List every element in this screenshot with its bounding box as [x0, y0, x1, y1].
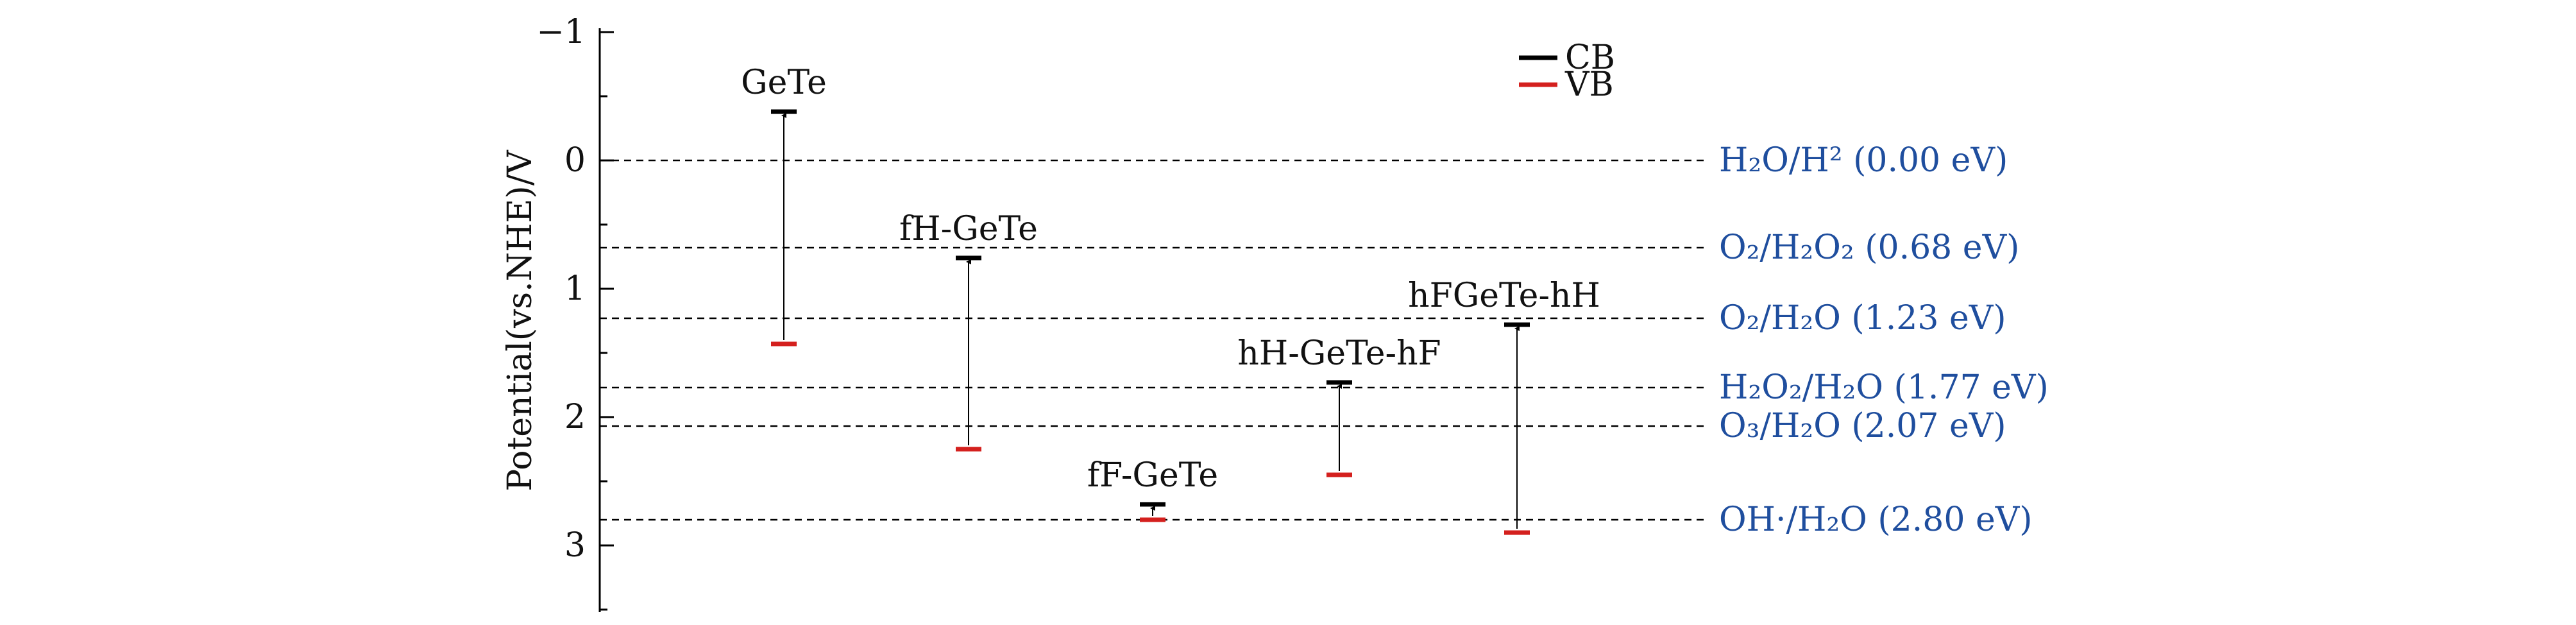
y-tick-label: 1: [564, 270, 586, 308]
y-tick-label: 0: [564, 141, 586, 180]
reference-label: OH·/H₂O (2.80 eV): [1719, 501, 2033, 539]
reference-lines-layer: H₂O/H² (0.00 eV) O₂/H₂O₂ (0.68 eV) O₂/H₂O …: [600, 141, 2049, 539]
y-tick-label: −1: [536, 13, 586, 51]
reference-label: H₂O₂/H₂O (1.77 eV): [1719, 368, 2049, 407]
reference-label: O₂/H₂O (1.23 eV): [1719, 299, 2006, 338]
material-label: GeTe: [741, 64, 827, 102]
material-label: fH-GeTe: [899, 210, 1038, 248]
reference-label: H₂O/H² (0.00 eV): [1719, 141, 2008, 180]
y-tick-label: 2: [564, 398, 586, 436]
band-bars-layer: GeTe fH-GeTe fF-GeTe hH-GeTe-hF hFGeTe-hH: [741, 64, 1600, 535]
y-tick-label: 3: [564, 526, 586, 565]
y-axis: −1 0 1 2 3: [536, 13, 614, 612]
material-label: hH-GeTe-hF: [1237, 334, 1441, 373]
legend-label: CB: [1565, 39, 1615, 77]
reference-label: O₃/H₂O (2.07 eV): [1719, 407, 2006, 445]
legend-label: VB: [1564, 65, 1614, 104]
reference-label: O₂/H₂O₂ (0.68 eV): [1719, 228, 2019, 267]
material-label: hFGeTe-hH: [1408, 277, 1600, 315]
material-label: fF-GeTe: [1087, 456, 1218, 495]
y-axis-title: Potential(vs.NHE)/V: [501, 150, 539, 492]
